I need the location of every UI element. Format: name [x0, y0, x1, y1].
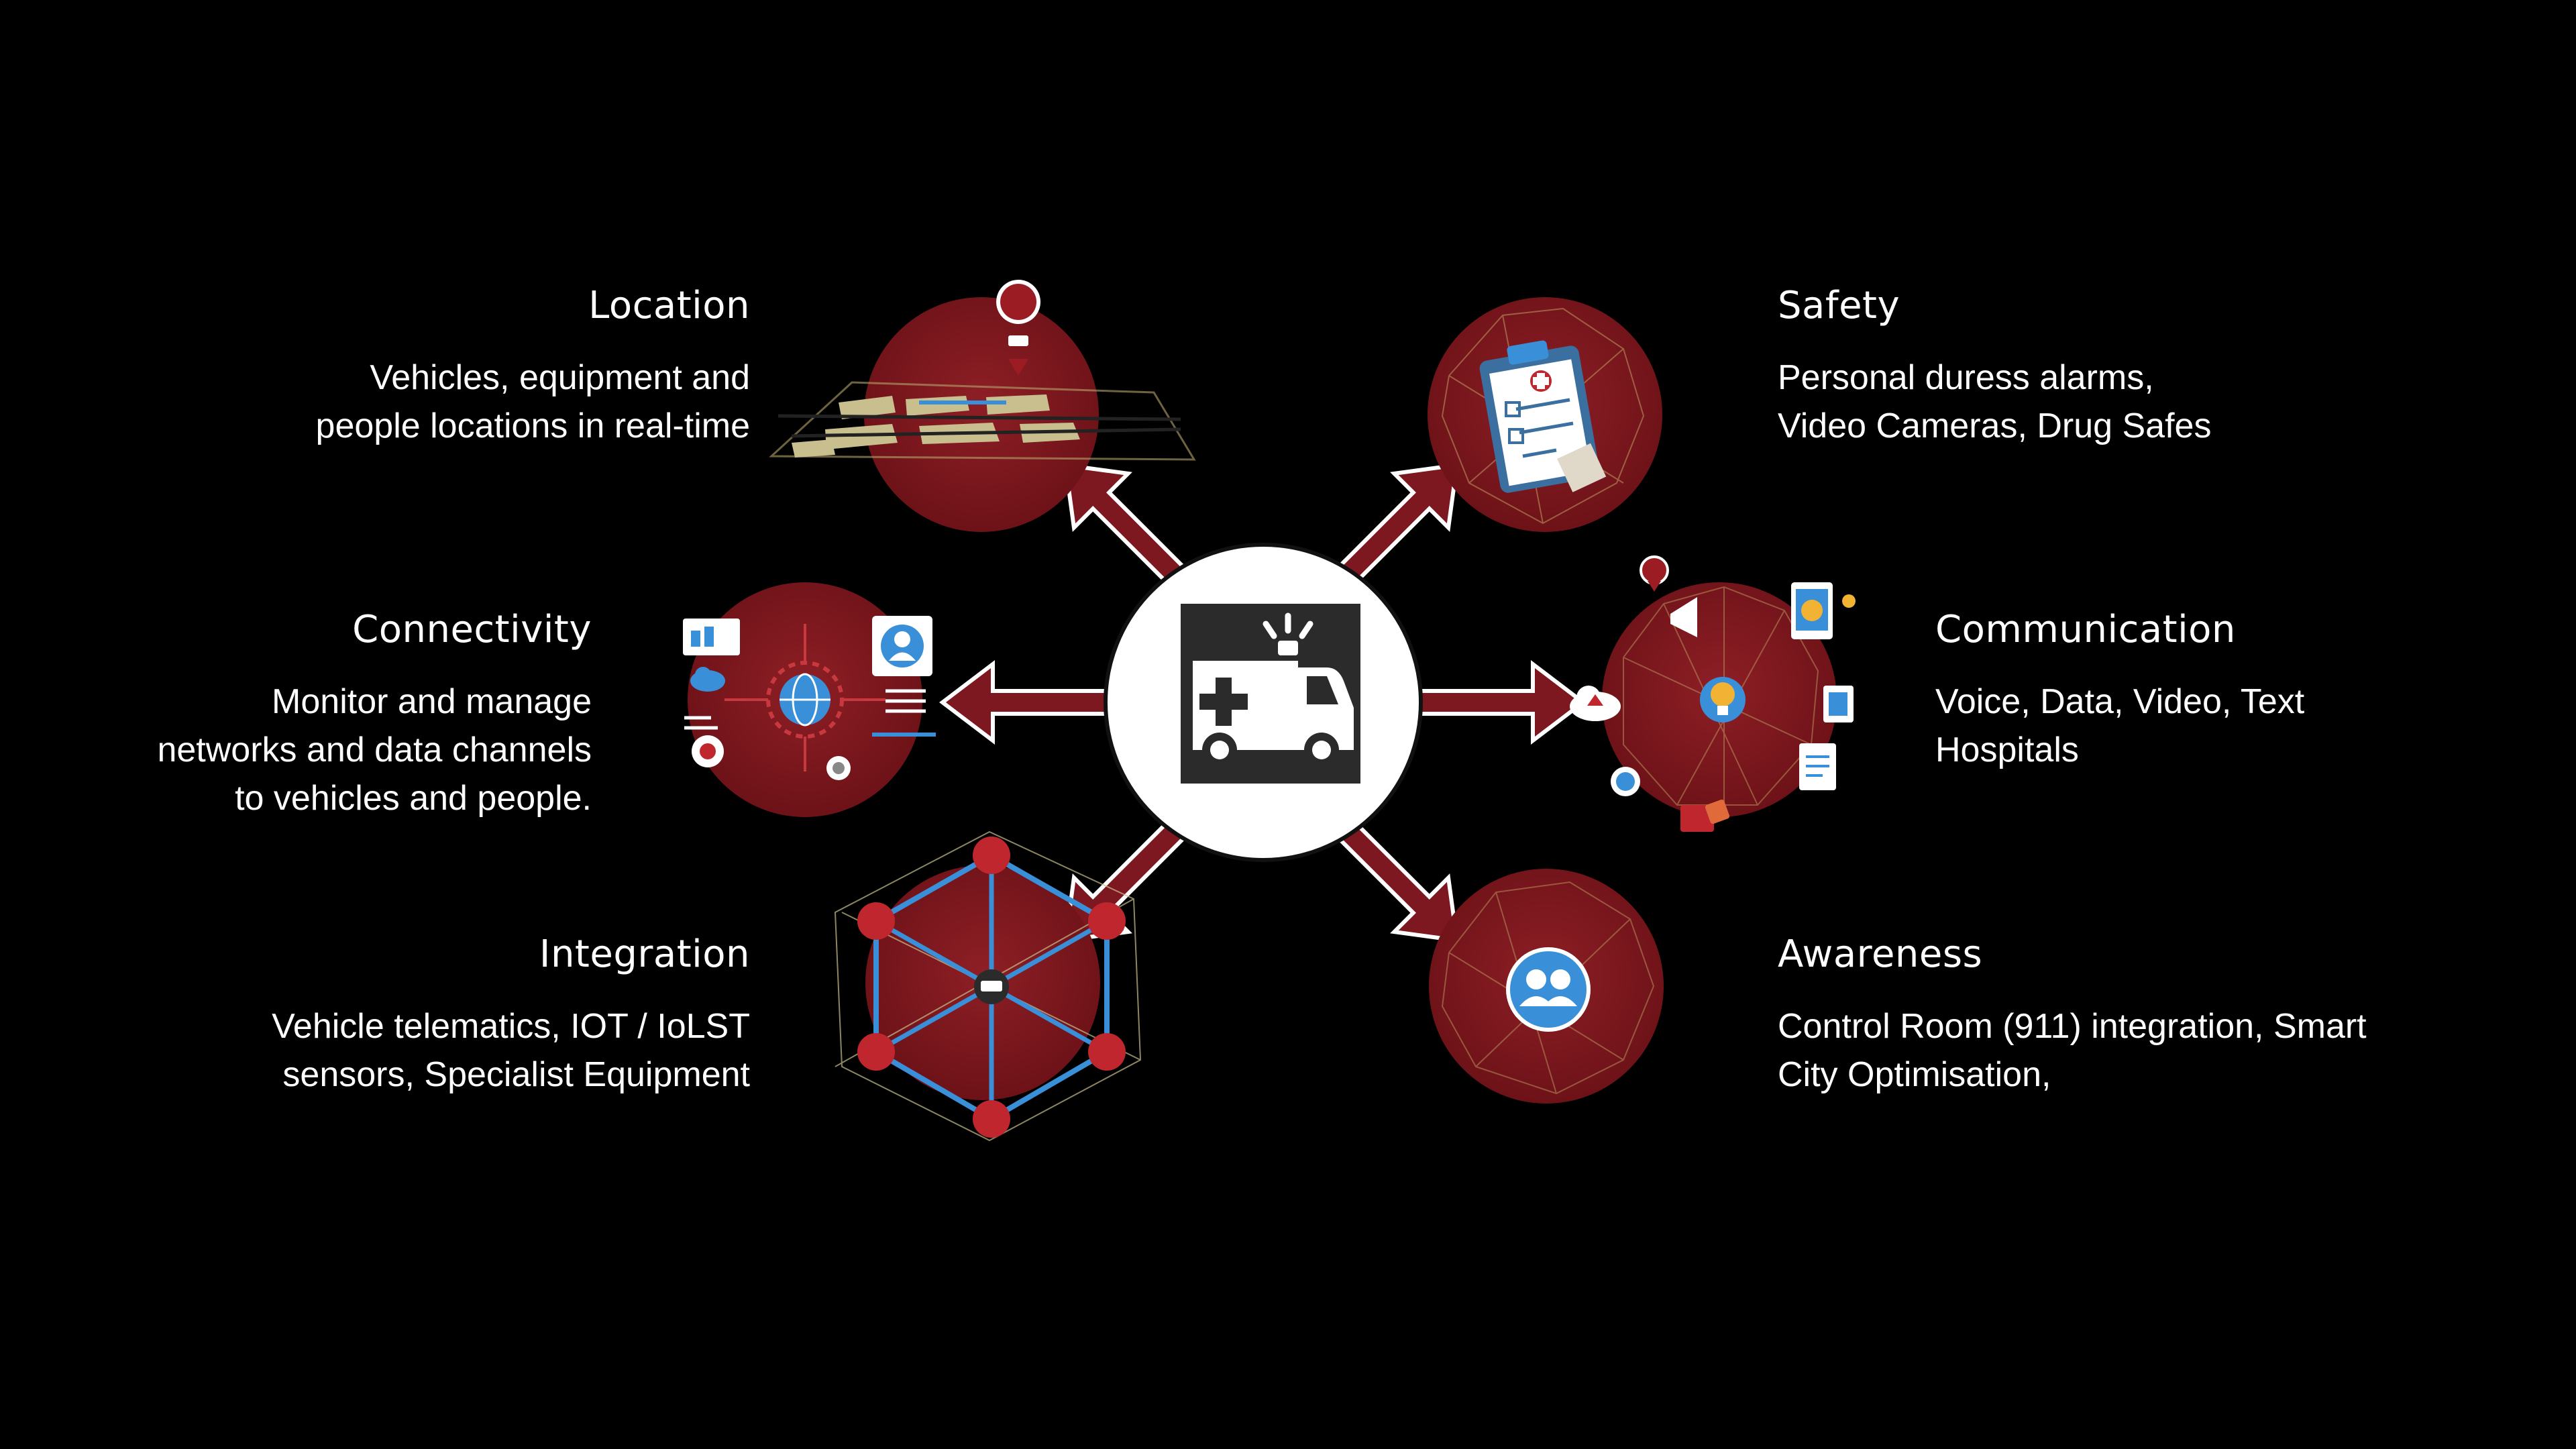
people-group-icon: [1506, 947, 1591, 1032]
safety-desc-line: Personal duress alarms,: [1778, 358, 2154, 397]
user-profile-icon: [872, 616, 932, 676]
map-icon: [769, 381, 1196, 461]
safety-title: Safety: [1778, 284, 1900, 327]
cloud-icon: [690, 667, 725, 692]
clipboard-medical-icon: [1479, 340, 1607, 493]
cloud-upload-icon: [1570, 686, 1621, 721]
location-desc: Vehicles, equipment and people locations…: [316, 354, 750, 450]
hub: [1104, 543, 1423, 862]
node-awareness: [1429, 869, 1664, 1104]
connectivity-desc-line: Monitor and manage: [272, 682, 592, 721]
location-title: Location: [588, 284, 750, 327]
arrows: [939, 462, 1587, 943]
location-desc-line: Vehicles, equipment and: [370, 358, 750, 397]
communication-desc-line: Hospitals: [1935, 730, 2079, 769]
document-icon: [1799, 686, 1854, 790]
safety-text: Safety Personal duress alarms, Video Cam…: [1778, 285, 2211, 450]
connectivity-desc: Monitor and manage networks and data cha…: [157, 678, 592, 822]
hexagon-network-icon: [834, 830, 1142, 1142]
integration-desc-line: Vehicle telematics, IOT / IoLST: [272, 1006, 750, 1046]
awareness-desc-line: Control Room (911) integration, Smart: [1778, 1006, 2367, 1046]
location-desc-line: people locations in real-time: [315, 406, 750, 445]
awareness-title: Awareness: [1778, 932, 1983, 976]
awareness-text: Awareness Control Room (911) integration…: [1778, 934, 2367, 1099]
safety-desc: Personal duress alarms, Video Cameras, D…: [1778, 354, 2211, 450]
connectivity-text: Connectivity Monitor and manage networks…: [157, 609, 592, 822]
connectivity-desc-line: networks and data channels: [157, 730, 592, 769]
globe-small-icon: [1611, 767, 1640, 796]
lightbulb-icon: [1700, 677, 1746, 722]
node-safety: [1428, 297, 1662, 532]
map-pin-icon: [1640, 555, 1669, 592]
awareness-desc-line: City Optimisation,: [1778, 1055, 2051, 1094]
badge-icon: [1680, 799, 1730, 832]
connectivity-title: Connectivity: [352, 608, 592, 651]
communication-text: Communication Voice, Data, Video, Text H…: [1935, 609, 2304, 774]
arrow-down-right: [1327, 810, 1460, 943]
node-location: [769, 280, 1196, 532]
node-connectivity: [683, 582, 936, 817]
communication-desc-line: Voice, Data, Video, Text: [1935, 682, 2305, 721]
node-communication: [1570, 555, 1856, 832]
list-lines-icon: [684, 689, 926, 730]
communication-title: Communication: [1935, 608, 2236, 651]
node-integration: [834, 830, 1142, 1142]
ambulance-icon: [1181, 604, 1360, 784]
awareness-desc: Control Room (911) integration, Smart Ci…: [1778, 1002, 2367, 1099]
network-globe-icon: [724, 624, 885, 771]
integration-title: Integration: [539, 932, 750, 976]
settings-gauge-icon: [692, 735, 851, 780]
safety-desc-line: Video Cameras, Drug Safes: [1778, 406, 2212, 445]
megaphone-icon: [1670, 597, 1697, 637]
location-text: Location Vehicles, equipment and people …: [316, 285, 750, 450]
integration-text: Integration Vehicle telematics, IOT / Io…: [272, 934, 750, 1099]
connectivity-desc-line: to vehicles and people.: [235, 778, 592, 818]
integration-desc-line: sensors, Specialist Equipment: [282, 1055, 750, 1094]
folder-icon: [683, 619, 740, 655]
communication-desc: Voice, Data, Video, Text Hospitals: [1935, 678, 2304, 774]
gear-tablet-icon: [1791, 582, 1856, 639]
arrow-up-left: [1063, 462, 1195, 595]
map-pin-ambulance-icon: [996, 280, 1040, 376]
integration-desc: Vehicle telematics, IOT / IoLST sensors,…: [272, 1002, 750, 1099]
